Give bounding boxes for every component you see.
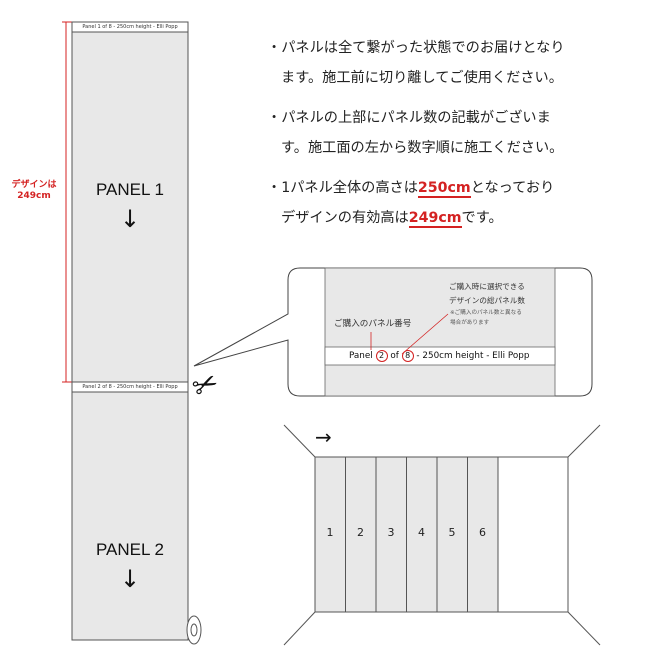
wall-panel-5 [436,456,468,613]
panel-number-label: ご購入のパネル番号 [334,319,412,329]
room-diagram [283,424,601,646]
panel-total-circle: 8 [401,350,414,362]
wall-number-6: 6 [479,526,486,539]
total-panels-disclaimer: ※ご購入のパネル数と異なる 場合があります [450,310,522,326]
wall-number-1: 1 [326,526,334,539]
wall-panel-6 [467,456,499,613]
wall-number-5: 5 [448,526,456,539]
panel-2-strip-label: Panel 2 of 8 - 250cm height - Elli Popp [82,384,178,390]
note-1: ・パネルは全て繋がった状態でのお届けとなり ます。施工前に切り離してご使用くださ… [267,40,565,86]
down-arrow-icon: ↓ [119,565,141,593]
right-arrow-icon: → [315,425,332,449]
total-height-value: 250cm [417,180,471,198]
panel-1-sheet [71,21,189,383]
wall-number-4: 4 [418,526,425,539]
wall-panel-1 [314,456,346,613]
panel-2-title: PANEL 2 [95,540,165,559]
note-3: ・1パネル全体の高さは250cmとなっており デザインの有効高は249cmです。 [267,180,555,228]
wallpaper-roll [71,21,202,645]
design-height-value: 249cm [408,210,462,228]
total-panels-note: ご購入時に選択できる デザインの総パネル数 [449,282,525,305]
panel-band-text: Panel 2 of 8 - 250cm height - Elli Popp [349,350,530,362]
wall-panel-4 [406,456,438,613]
panel-2-sheet [71,381,189,641]
note-2: ・パネルの上部にパネル数の記載がございま す。施工面の左から数字順に施工ください… [267,110,564,156]
panel-1-title: PANEL 1 [95,180,165,199]
dimension-label: デザインは 249cm [11,180,57,201]
panel-1-strip-label: Panel 1 of 8 - 250cm height - Elli Popp [82,24,178,30]
wall-panel-2 [345,456,377,613]
panel-number-circle: 2 [375,350,388,362]
wall-number-2: 2 [357,526,364,539]
down-arrow-icon: ↓ [119,205,141,233]
wall-number-3: 3 [387,526,395,539]
callout-bubble [193,267,593,397]
